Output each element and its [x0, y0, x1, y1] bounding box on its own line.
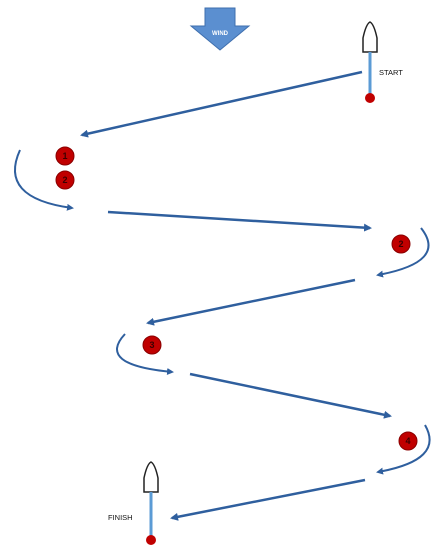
mark-3-label: 3 — [149, 340, 154, 350]
wind-arrow-icon: WIND — [189, 7, 251, 51]
leg-mark-4-to-finish — [170, 478, 366, 521]
mark-2-label: 2 — [398, 239, 403, 249]
mark-1-buoy-icon — [55, 146, 75, 166]
wind-label: WIND — [212, 31, 229, 37]
rounding-curve-mark-4 — [376, 424, 431, 475]
leg-mark-1-to-mark-2 — [107, 210, 372, 232]
mark-1: 1 — [55, 146, 75, 166]
rounding-curve-mark-3 — [116, 333, 174, 376]
mark-2: 2 — [391, 234, 411, 254]
mark-1-label: 1 — [62, 151, 67, 161]
start-buoy-icon — [362, 21, 378, 53]
start-label: START — [379, 68, 403, 77]
rounding-curve-mark-1 — [14, 149, 74, 211]
mark-3-buoy-icon — [142, 335, 162, 355]
mark-4: 4 — [398, 431, 418, 451]
leg-mark-3-to-mark-4 — [189, 372, 392, 419]
mark-1-second: 2 — [55, 170, 75, 190]
finish-buoy-icon — [143, 461, 159, 493]
leg-mark-2-to-mark-3 — [146, 278, 356, 326]
finish-label: FINISH — [108, 513, 133, 522]
course-marks: 1 2 2 3 4 — [55, 146, 418, 451]
mark-3: 3 — [142, 335, 162, 355]
rounding-curve-mark-2 — [376, 227, 430, 278]
mark-4-label: 4 — [405, 436, 410, 446]
mark-1-second-buoy-icon — [55, 170, 75, 190]
finish-flag: FINISH — [108, 461, 159, 545]
mark-2-buoy-icon — [391, 234, 411, 254]
rounding-curves — [14, 149, 431, 475]
mark-1-second-label: 2 — [62, 175, 67, 185]
course-legs — [80, 70, 392, 521]
leg-start-to-mark-1 — [80, 70, 363, 138]
start-flag: START — [362, 21, 403, 103]
mark-4-buoy-icon — [398, 431, 418, 451]
finish-pin-icon — [146, 535, 156, 545]
start-pin-icon — [365, 93, 375, 103]
